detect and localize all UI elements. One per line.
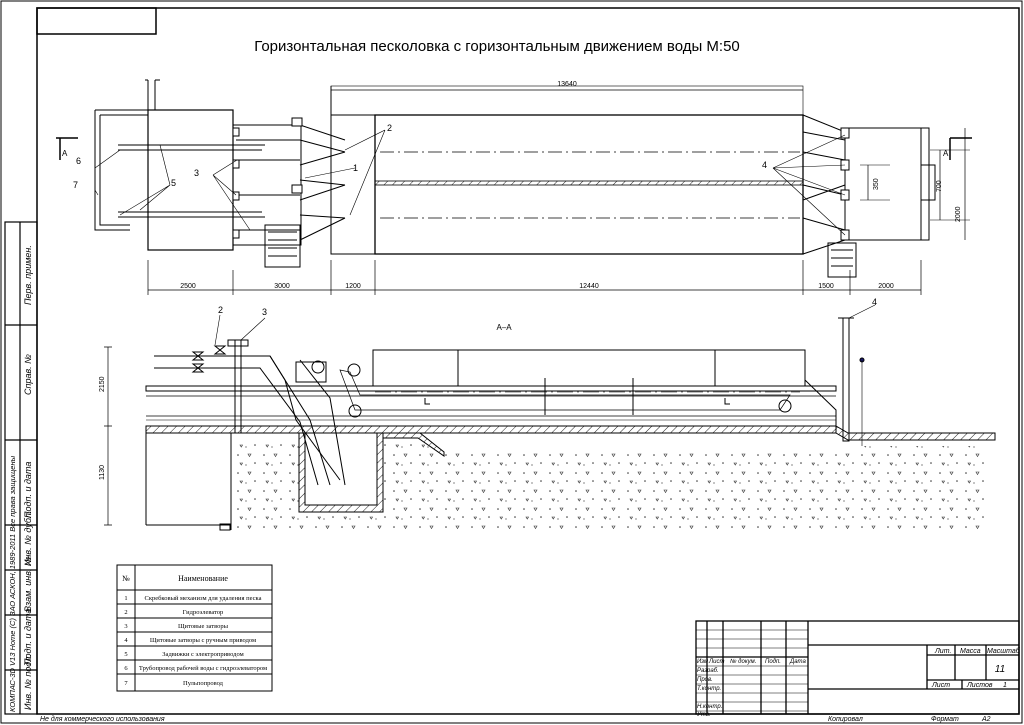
title-block	[695, 620, 1020, 715]
plan-callout-6: 6	[76, 156, 81, 166]
section-label: А–А	[496, 323, 512, 332]
sprav-no-label: Справ. №	[23, 354, 33, 395]
perv-primen-label: Перв. примен.	[23, 245, 33, 305]
dim-bottom-4: 12440	[579, 283, 599, 290]
tb-t-kontr: Т.контр.	[697, 686, 721, 692]
section-callout-2: 2	[218, 305, 223, 315]
spec-row-num: 4	[124, 637, 128, 644]
spec-row-name: Щитовые затворы с ручным приводом	[150, 637, 256, 644]
dim-bottom-2: 3000	[274, 283, 290, 290]
tb-n-kontr: Н.контр.	[697, 704, 722, 710]
spec-row-num: 7	[124, 680, 128, 687]
tb-izm: Изм	[697, 659, 708, 665]
spec-row-num: 3	[124, 623, 127, 630]
tb-listov-value: 1	[1003, 682, 1007, 689]
tb-data: Дата	[789, 659, 806, 665]
section-callout-4: 4	[872, 297, 877, 307]
tb-scale-value: 11	[995, 664, 1005, 675]
spec-table	[116, 564, 273, 692]
dim-bottom-3: 1200	[345, 283, 361, 290]
spec-row-name: Задвижки с электроприводом	[162, 651, 243, 658]
tb-razrab: Разраб.	[697, 668, 719, 674]
tb-no-dokum: № докум.	[730, 658, 756, 665]
dim-700: 700	[936, 180, 943, 192]
podp-data-label-2: Подп. и дата	[23, 609, 33, 665]
kompas-license: КОМПАС-3D V13 Home (С) ЗАО АСКОН, 1989-2…	[8, 455, 17, 712]
plan-view	[56, 79, 972, 295]
tb-lit: Лит.	[934, 648, 951, 655]
section-callout-3: 3	[262, 307, 267, 317]
dim-section-upper: 2150	[99, 376, 106, 392]
spec-row-name: Щитовые затворы	[178, 623, 229, 630]
section-mark-right: А	[943, 149, 949, 158]
spec-row-num: 5	[124, 651, 127, 658]
drawing-title: Горизонтальная песколовка с горизонтальн…	[254, 38, 740, 55]
spec-row-name: Скребковый механизм для удаления песка	[145, 595, 262, 602]
title-block-thin-rows	[696, 629, 808, 712]
dim-bottom-5: 1500	[818, 283, 834, 290]
tb-listov-label: Листов	[966, 682, 993, 689]
spec-row-num: 6	[124, 665, 128, 672]
plan-callout-4: 4	[762, 160, 767, 170]
plan-callout-1: 1	[353, 163, 358, 173]
plan-callout-3: 3	[194, 168, 199, 178]
left-side-strip	[4, 221, 38, 715]
dim-350: 350	[873, 178, 880, 190]
spec-row-num: 1	[124, 595, 127, 602]
footer-kopiroval: Копировал	[828, 716, 863, 723]
dim-bottom-6: 2000	[878, 283, 894, 290]
footer-noncommercial: Не для коммерческого использования	[40, 715, 165, 723]
spec-header-name: Наименование	[178, 574, 228, 583]
vzam-inv-label: Взам. инв. №	[23, 556, 33, 612]
top-left-stamp	[36, 7, 157, 35]
plan-callout-5: 5	[171, 178, 176, 188]
spec-row-num: 2	[124, 609, 127, 616]
tb-utv: Утв.	[696, 712, 711, 718]
tb-podp: Подп.	[765, 659, 781, 665]
tb-list-label: Лист	[931, 682, 950, 689]
tb-list: Лист	[708, 659, 724, 665]
tb-prov: Пров.	[697, 677, 713, 683]
spec-row-name: Трубопровод рабочей воды с гидроэлеватор…	[139, 665, 267, 672]
podp-data-label-1: Подп. и дата	[23, 462, 33, 518]
footer-format-value: А2	[981, 716, 991, 723]
plan-callout-7: 7	[73, 180, 78, 190]
inv-dubl-label: Инв. № дубл.	[23, 511, 33, 566]
inv-podl-label: Инв. № подл.	[23, 654, 33, 710]
section-view	[104, 304, 996, 531]
plan-callout-2: 2	[387, 123, 392, 133]
footer-format-label: Формат	[931, 716, 959, 723]
dim-overall: 13640	[557, 81, 577, 88]
dim-bottom-1: 2500	[180, 283, 196, 290]
spec-row-name: Пульпопровод	[183, 680, 224, 687]
tb-masshtab: Масштаб	[987, 647, 1021, 655]
spec-header-num: №	[122, 574, 130, 583]
dim-2000: 2000	[955, 206, 962, 222]
tb-massa: Масса	[960, 648, 981, 655]
section-mark-left: А	[62, 149, 68, 158]
spec-row-name: Гидроэлеватор	[183, 609, 224, 616]
dim-section-lower: 1130	[99, 465, 106, 480]
